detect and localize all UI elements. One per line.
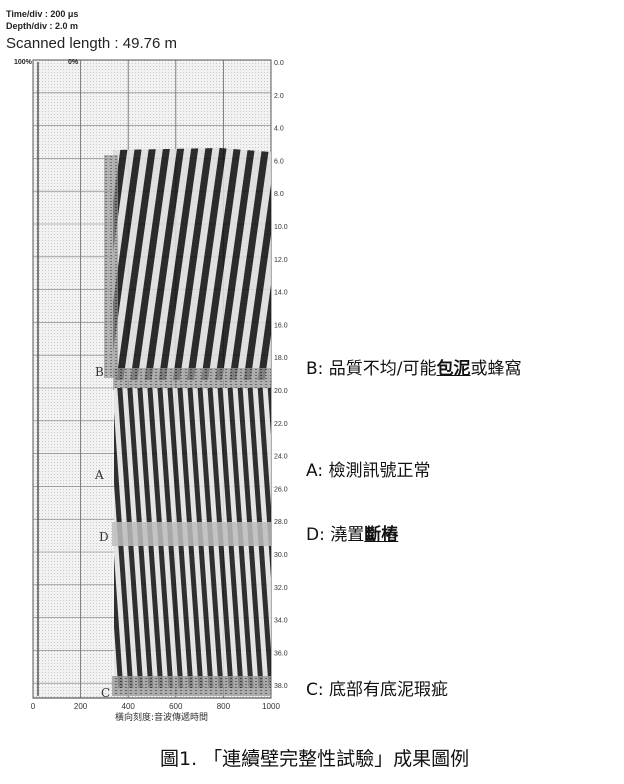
zone-letter-b: B <box>95 365 104 379</box>
depth-tick-label: 14.0 <box>274 290 288 297</box>
time-tick-label: 1000 <box>262 702 280 711</box>
depth-tick-label: 20.0 <box>274 388 288 395</box>
zone-letter-d: D <box>99 530 109 544</box>
note-d-prefix: D: 澆置 <box>306 525 365 545</box>
note-d-keyword: 斷樁 <box>364 525 399 545</box>
depth-tick-label: 10.0 <box>274 224 288 231</box>
depth-per-div-label: Depth/div : 2.0 m <box>6 21 79 31</box>
zone-c-band <box>112 676 271 696</box>
note-c: C: 底部有底泥瑕疵 <box>306 680 449 700</box>
depth-tick-label: 22.0 <box>274 421 288 428</box>
note-b: B: 品質不均/可能包泥或蜂窩 <box>306 354 522 379</box>
time-tick-label: 0 <box>31 702 36 711</box>
depth-tick-label: 0.0 <box>274 60 284 67</box>
depth-tick-label: 18.0 <box>274 355 288 362</box>
depth-tick-label: 16.0 <box>274 322 288 329</box>
depth-axis: 0.0 2.0 4.0 6.0 8.0 10.0 12.0 14.0 16.0 18.0 20.0 2… <box>274 60 288 690</box>
note-b-suffix: 或蜂窩 <box>470 359 522 379</box>
zone-b-band <box>113 368 271 390</box>
zone-letter-c: C <box>101 686 110 700</box>
depth-tick-label: 2.0 <box>274 93 284 100</box>
x-axis-label: 橫向刻度:音波傳遞時間 <box>115 711 208 723</box>
time-tick-label: 800 <box>217 702 231 711</box>
figure-caption: 圖1. 「連續壁完整性試驗」成果圖例 <box>160 748 470 770</box>
time-tick-label: 600 <box>169 702 183 711</box>
zone-d-band <box>112 522 271 546</box>
note-d: D: 澆置斷樁 <box>306 520 398 545</box>
time-tick-label: 400 <box>122 702 136 711</box>
depth-tick-label: 30.0 <box>274 552 288 559</box>
time-tick-label: 200 <box>74 702 88 711</box>
depth-tick-label: 32.0 <box>274 585 288 592</box>
note-b-keyword: 包泥 <box>436 359 471 379</box>
note-b-prefix: B: 品質不均/可能 <box>306 359 437 379</box>
depth-tick-label: 28.0 <box>274 519 288 526</box>
percent-left-label: 100% <box>14 59 33 66</box>
time-per-div-label: Time/div : 200 μs <box>6 9 79 19</box>
depth-tick-label: 38.0 <box>274 683 288 690</box>
depth-tick-label: 24.0 <box>274 454 288 461</box>
depth-tick-label: 8.0 <box>274 191 284 198</box>
zone-letters: B A D C <box>94 365 110 700</box>
note-a: A: 檢測訊號正常 <box>306 461 431 481</box>
time-axis: 0 200 400 600 800 1000 <box>31 702 281 711</box>
percent-right-label: 0% <box>68 59 79 66</box>
depth-tick-label: 36.0 <box>274 650 288 657</box>
zone-letter-a: A <box>94 468 104 482</box>
signal-region-edge-upper <box>104 155 118 378</box>
depth-tick-label: 26.0 <box>274 486 288 493</box>
signal-region-upper <box>113 148 271 380</box>
scanned-length-label: Scanned length : 49.76 m <box>6 35 177 52</box>
depth-tick-label: 6.0 <box>274 158 284 165</box>
depth-tick-label: 12.0 <box>274 257 288 264</box>
depth-tick-label: 4.0 <box>274 126 284 133</box>
depth-tick-label: 34.0 <box>274 618 288 625</box>
